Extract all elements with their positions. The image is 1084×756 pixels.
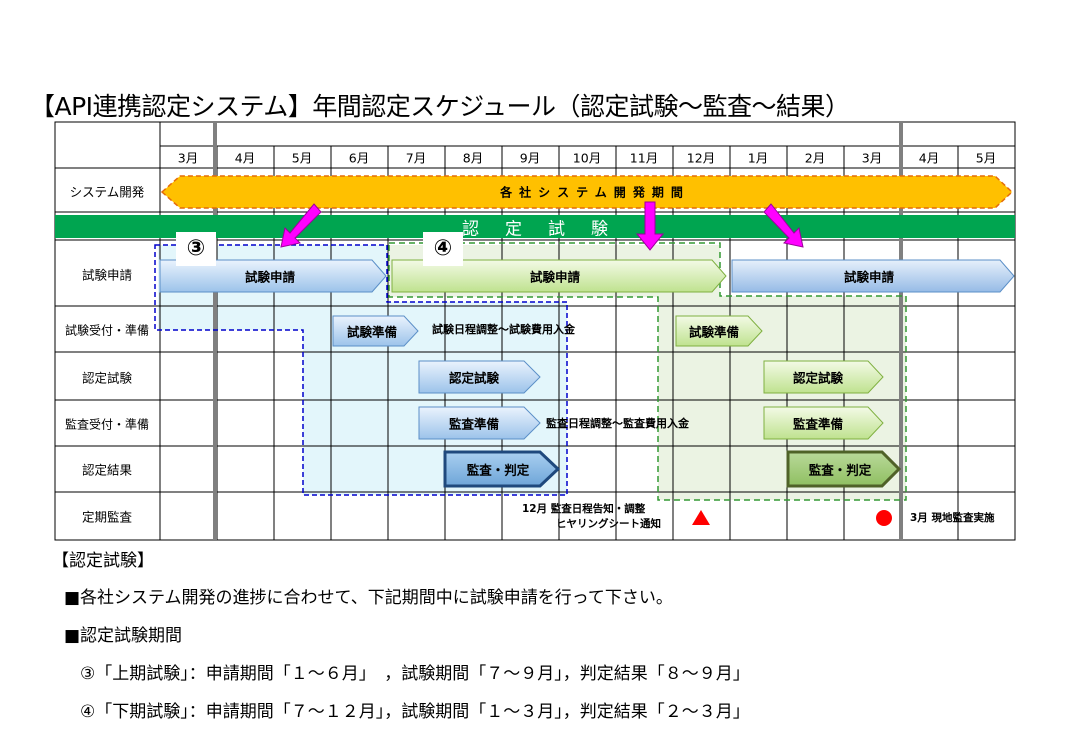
pink-arrow-icon [763,203,804,248]
first-period-badge: ③ [176,232,216,266]
month-header: 2月 [804,150,826,166]
audit-prep1-arrow [418,406,541,440]
month-header: 10月 [572,150,602,166]
pink-arrow-icon [280,203,322,248]
result2-label: 監査・判定 [808,462,872,478]
month-header: 4月 [234,150,256,166]
month-header: 5月 [975,150,997,166]
month-header: 3月 [861,150,883,166]
prep1-label: 試験準備 [346,324,398,340]
prep1-arrow [332,315,419,347]
row-label: 監査受付・準備 [64,417,150,432]
second-period-outline [388,242,907,501]
notes-line: ④「下期試験」：申請期間「７～１２月」，試験期間「１～３月」，判定結果「２～３月… [80,702,750,722]
audit-prep2-arrow [763,406,884,440]
triangle-marker-icon [692,510,710,525]
month-header: 3月 [177,150,199,166]
audit-adjust-note: 監査日程調整～監査費用入金 [546,417,689,430]
dec-notice-note-2: ヒヤリングシート通知 [556,518,661,530]
circle-marker-icon [876,510,892,526]
prep2-label: 試験準備 [688,324,740,340]
second-period-badge: ④ [423,232,463,266]
page-title: 【API連携認定システム】年間認定スケジュール（認定試験～監査～結果） [30,92,850,121]
pink-arrow-icon [635,201,665,251]
exam2-arrow [763,360,884,394]
development-period-bar [160,175,1014,209]
row-label: 定期監査 [81,509,133,525]
result1-arrow [443,450,561,488]
result1-label: 監査・判定 [466,462,530,478]
month-header: 11月 [629,150,659,166]
audit-prep2-label: 監査準備 [792,416,844,432]
row-label: 試験受付・準備 [64,323,150,338]
apply-third-label: 試験申請 [843,269,895,285]
apply-third-arrow [731,259,1015,293]
result2-arrow [786,450,902,488]
development-period-label: 各社システム開発期間 [500,185,690,200]
month-header: 7月 [405,150,427,166]
month-header: 1月 [747,150,769,166]
month-header: 4月 [918,150,940,166]
exam1-arrow [418,360,541,394]
notes-line: ■各社システム開発の進捗に合わせて、下記期間中に試験申請を行って下さい。 [64,588,673,608]
notes-line: ■認定試験期間 [64,626,183,646]
exam2-label: 認定試験 [792,370,844,386]
exam1-label: 認定試験 [448,370,500,386]
month-header: 9月 [519,150,541,166]
exam-adjust-note: 試験日程調整～試験費用入金 [432,323,575,336]
audit-prep1-label: 監査準備 [448,416,500,432]
dec-notice-note: 12月 監査日程告知・調整 [522,503,646,515]
march-audit-note: 3月 現地監査実施 [910,512,995,524]
row-label: 認定試験 [81,370,133,386]
month-header: 8月 [462,150,484,166]
exam-band-label: 認定試験 [462,219,634,240]
prep2-arrow [675,315,763,347]
month-header: 5月 [291,150,313,166]
apply-first-arrow [159,259,387,293]
month-header: 6月 [348,150,370,166]
row-label: 認定結果 [81,462,133,478]
month-header: 12月 [686,150,716,166]
apply-first-label: 試験申請 [244,269,296,285]
row-label: システム開発 [69,184,145,200]
apply-second-label: 試験申請 [529,269,581,285]
first-period-outline [154,244,568,496]
notes-heading: 【認定試験】 [52,551,154,571]
apply-second-arrow [391,259,727,293]
notes-line: ③「上期試験」：申請期間「１～６月」 ，試験期間「７～９月」，判定結果「８～９月… [80,664,750,684]
row-label: 試験申請 [81,267,133,283]
